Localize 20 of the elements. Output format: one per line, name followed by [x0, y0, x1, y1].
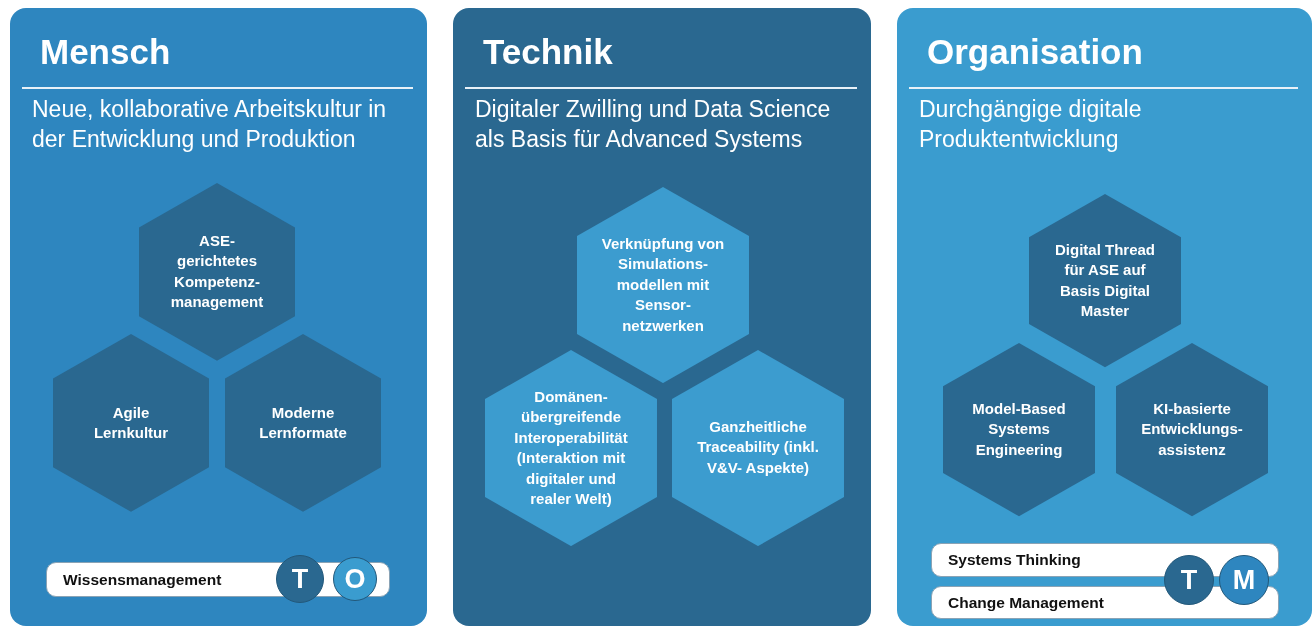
panel-title: Mensch: [40, 32, 171, 72]
category-panel: [453, 8, 871, 626]
hexagon-label: Digital Thread für ASE auf Basis Digital Master: [1054, 240, 1156, 322]
panel-subtitle: Digitaler Zwilling und Data Science als Basis für Advanced Systems: [475, 95, 832, 154]
letter-circle: O: [333, 557, 377, 601]
category-panel: [10, 8, 427, 626]
hexagon-label: Moderne Lernformate: [258, 402, 348, 443]
hexagon-label: Agile Lernkultur: [92, 402, 170, 443]
panel-subtitle: Durchgängige digitale Produktentwicklung: [919, 95, 1143, 154]
category-panel: [897, 8, 1312, 626]
panel-title: Technik: [483, 32, 613, 72]
letter-circle: T: [276, 555, 324, 603]
hexagon-label: Verknüpfung von Simulations- modellen mit Sensor- netzwerken: [600, 233, 726, 336]
hexagon-label: KI-basierte Entwicklungs- assistenz: [1140, 399, 1244, 461]
hexagon-label: Model-Based Systems Engineering: [971, 399, 1067, 461]
panel-subtitle: Neue, kollaborative Arbeitskultur in der Entwicklung und Produktion: [32, 95, 388, 154]
panel-title: Organisation: [927, 32, 1143, 72]
hexagon-label: Domänen- übergreifende Interoperabilität (Interaktion mit digitaler und realer Welt): [513, 386, 629, 509]
hexagon-label: Ganzheitliche Traceability (inkl. V&V- Aspekte): [696, 417, 820, 479]
hexagon-label: ASE- gerichtetes Kompetenz- management: [169, 231, 265, 313]
